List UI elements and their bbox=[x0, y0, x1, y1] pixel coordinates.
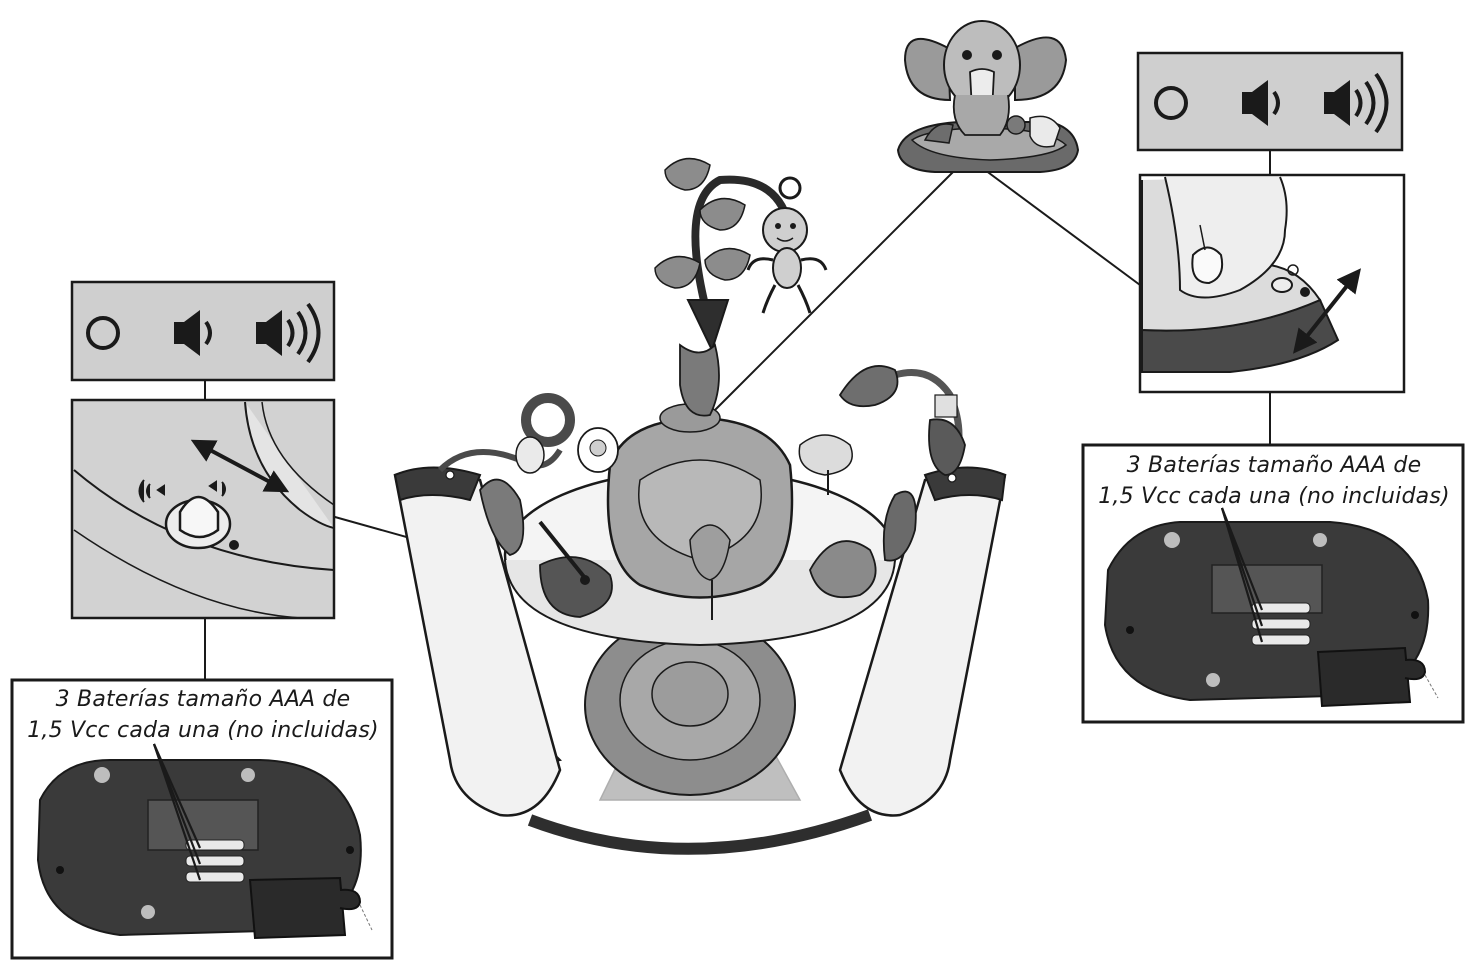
battery-note-left-line2: 1,5 Vcc cada una (no incluidas) bbox=[27, 718, 379, 743]
battery-note-left: 3 Baterías tamaño AAA de 1,5 Vcc cada un… bbox=[14, 684, 392, 746]
right-volume-panel bbox=[1136, 51, 1404, 152]
battery-note-right-line2: 1,5 Vcc cada una (no incluidas) bbox=[1098, 484, 1450, 509]
battery-note-right-line1: 3 Baterías tamaño AAA de bbox=[1126, 453, 1422, 478]
low-volume-icon bbox=[1242, 80, 1280, 126]
off-icon bbox=[86, 316, 120, 350]
low-volume-icon bbox=[174, 310, 212, 356]
battery-note-right: 3 Baterías tamaño AAA de 1,5 Vcc cada un… bbox=[1085, 450, 1463, 512]
high-volume-icon bbox=[256, 302, 321, 364]
high-volume-icon bbox=[1324, 72, 1389, 134]
left-volume-panel bbox=[70, 280, 336, 382]
left-switch-detail bbox=[70, 398, 336, 620]
right-switch-detail bbox=[1138, 173, 1406, 394]
left-battery-box bbox=[10, 678, 394, 960]
battery-note-left-line1: 3 Baterías tamaño AAA de bbox=[55, 687, 351, 712]
off-icon bbox=[1154, 86, 1188, 120]
monkey-toy bbox=[746, 176, 828, 314]
activity-jumper bbox=[393, 157, 1007, 855]
elephant-toy bbox=[896, 20, 1080, 173]
right-battery-box bbox=[1081, 443, 1465, 724]
